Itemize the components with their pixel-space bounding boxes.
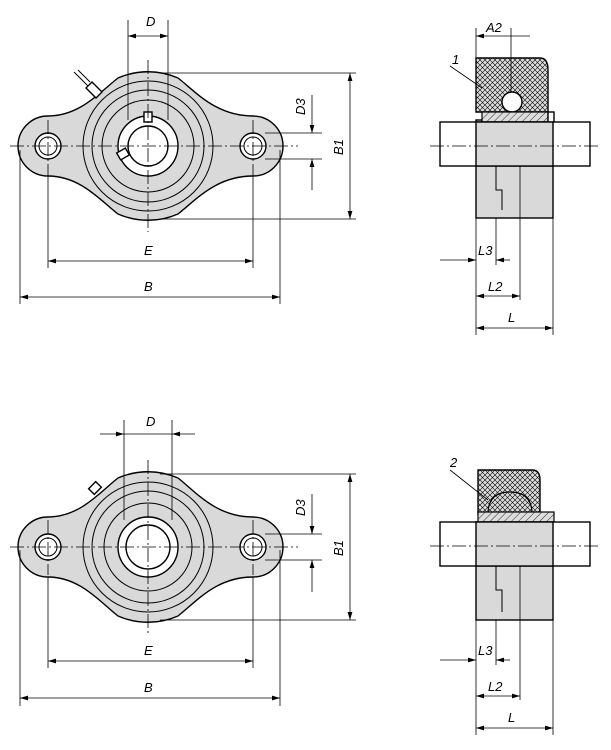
dim-label-e: E <box>144 643 153 658</box>
dim-label-b: B <box>144 279 153 294</box>
dim-label-l: L <box>508 710 515 725</box>
front-view-top: D D3 B1 E B <box>10 14 356 304</box>
ball <box>501 91 523 113</box>
dim-label-l2: L2 <box>488 279 503 294</box>
grease-nipple-icon <box>73 69 103 99</box>
side-view-top: A2 1 L3 L2 L <box>430 20 600 335</box>
dim-label-l: L <box>508 310 515 325</box>
side-view-bottom: 2 L3 L2 L <box>430 455 600 735</box>
grease-plug-icon <box>87 480 103 496</box>
dim-label-d: D <box>146 14 155 29</box>
dim-label-l3: L3 <box>478 643 493 658</box>
dim-label-b1: B1 <box>331 139 346 155</box>
dim-label-b1: B1 <box>331 540 346 556</box>
dim-label-l2: L2 <box>488 679 503 694</box>
dim-label-l3: L3 <box>478 243 493 258</box>
dim-label-a2: A2 <box>485 20 503 35</box>
item-number-2: 2 <box>449 455 458 470</box>
front-view-bottom: D D3 B1 E B <box>10 414 356 706</box>
dim-label-d3: D3 <box>293 98 308 115</box>
dim-label-d3: D3 <box>293 499 308 516</box>
dim-label-b: B <box>144 680 153 695</box>
dim-label-d: D <box>146 414 155 429</box>
dim-label-e: E <box>144 243 153 258</box>
item-number-1: 1 <box>452 52 459 67</box>
